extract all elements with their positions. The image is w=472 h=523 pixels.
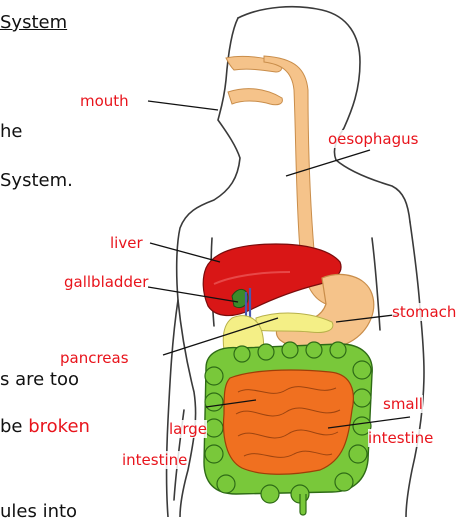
- label-liver: liver: [110, 234, 143, 252]
- label-large-intestine-line2: intestine: [122, 451, 187, 469]
- label-small-intestine-line2: intestine: [368, 429, 433, 447]
- label-pancreas: pancreas: [60, 349, 129, 367]
- label-stomach: stomach: [392, 303, 456, 321]
- label-small-intestine-line1: small: [383, 395, 423, 413]
- right-edge-strip: [466, 0, 472, 517]
- label-gallbladder: gallbladder: [64, 273, 148, 291]
- label-oesophagus: oesophagus: [328, 130, 418, 148]
- label-large-intestine-line1: large: [169, 420, 207, 438]
- small-intestine-shape: [224, 370, 354, 474]
- label-mouth: mouth: [80, 92, 129, 110]
